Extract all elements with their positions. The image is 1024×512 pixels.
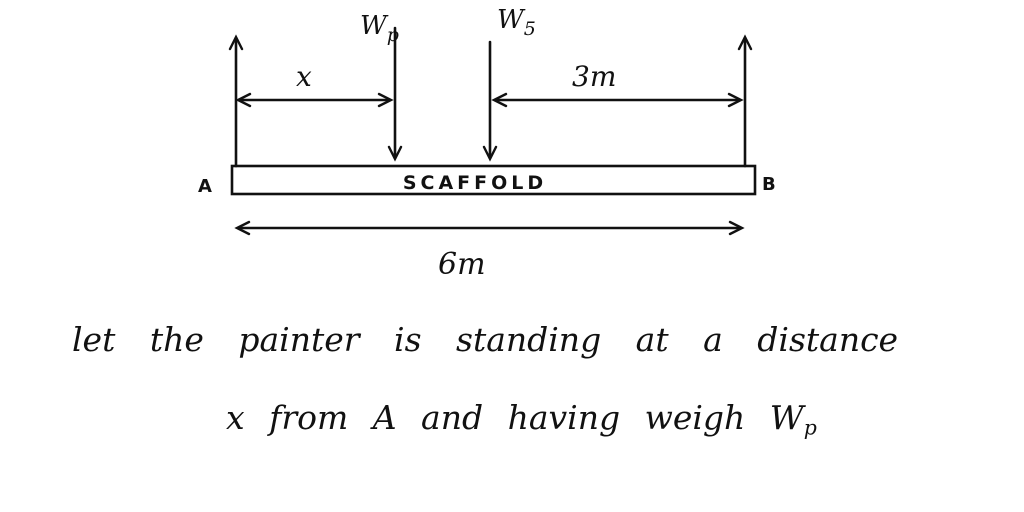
note-line-2-main: x from A and having weigh W	[226, 398, 804, 437]
dimension-6m-label: 6m	[438, 247, 486, 282]
support-a-label: A	[198, 176, 212, 197]
support-b-label: B	[762, 174, 776, 195]
dimension-x-label: x	[296, 60, 312, 93]
scaffold-beam-label: SCAFFOLD	[403, 172, 547, 194]
scaffold-free-body-diagram: Wp W5 x 3m 6m A B SCAFFOLD	[198, 5, 776, 282]
painter-weight-label: Wp	[360, 11, 399, 46]
scaffold-beam	[230, 164, 757, 196]
note-line-1: let the painter is standing at a distanc…	[72, 320, 899, 359]
note-line-2-subscript: p	[803, 415, 817, 440]
note-line-2: x from A and having weigh Wp	[226, 398, 817, 440]
dimension-3m-label: 3m	[572, 60, 616, 93]
scaffold-weight-label: W5	[497, 5, 536, 40]
